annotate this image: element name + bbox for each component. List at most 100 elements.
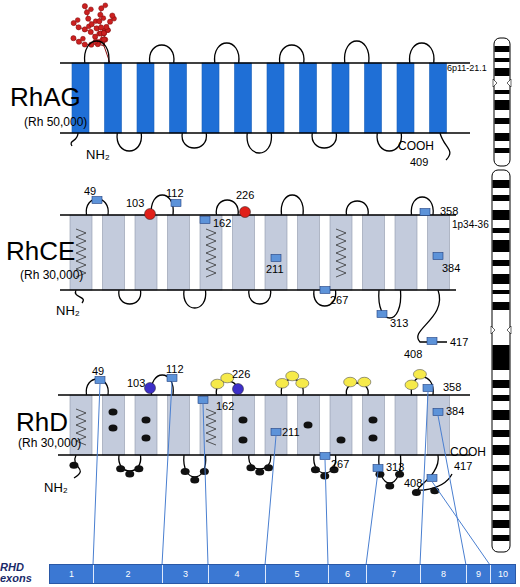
transmembrane-helix: [397, 63, 414, 133]
epitope-oval: [276, 378, 289, 388]
exon-leader-line: [432, 482, 490, 566]
residue-marker: [427, 475, 437, 482]
intracellular-loop: [377, 133, 401, 151]
chromosome-band: [493, 240, 510, 252]
exon-leader-line: [93, 384, 100, 566]
epitope-oval: [358, 377, 371, 387]
exon-number: 5: [266, 565, 328, 583]
intracellular-loop: [184, 290, 206, 308]
protein-name: RhAG: [10, 84, 81, 110]
exon-box: 4: [208, 565, 265, 583]
exon-leader-line: [162, 382, 172, 566]
chromosome-band: [495, 90, 510, 94]
sugar-residue: [103, 3, 108, 8]
transmembrane-helix: [365, 63, 382, 133]
epitope-dot: [125, 471, 134, 478]
sugar-residue: [82, 4, 87, 9]
transmembrane-helix: [233, 215, 255, 290]
residue-number: 112: [166, 188, 184, 199]
extracellular-loop: [281, 195, 303, 215]
residue-number: 267: [331, 459, 349, 470]
residue-number: 313: [386, 462, 404, 473]
terminus-label: COOH: [398, 140, 434, 152]
transmembrane-helix: [300, 63, 317, 133]
chromosome-band: [493, 485, 510, 494]
sugar-residue: [110, 13, 115, 18]
exon-number: 1: [50, 565, 93, 583]
residue-number: 384: [442, 263, 460, 274]
epitope-dot: [190, 477, 199, 484]
epitope-dot: [69, 462, 78, 469]
residue-marker: [271, 255, 281, 262]
sugar-residue: [82, 42, 87, 47]
chromosome-band: [493, 410, 510, 420]
chromosome-band: [493, 505, 510, 511]
intracellular-loop: [182, 133, 206, 148]
chromosome-body: [492, 170, 510, 552]
chromosome-band: [495, 148, 510, 153]
transmembrane-helix: [135, 215, 157, 290]
epitope-oval: [296, 378, 309, 388]
exon-bar: RHD exons12345678910: [50, 565, 515, 583]
transmembrane-helix: [105, 63, 122, 133]
exon-leader-line: [265, 436, 276, 566]
exon-box: 7: [366, 565, 420, 583]
transmembrane-helix: [395, 215, 417, 290]
exon-number: 6: [329, 565, 366, 583]
extracellular-loop: [280, 45, 304, 63]
intracellular-loop: [119, 290, 141, 304]
exon-box: 10: [490, 565, 515, 583]
chromosome-band: [493, 180, 510, 188]
transmembrane-helix: [363, 215, 385, 290]
epitope-dot: [375, 471, 384, 478]
chromosome-band: [495, 118, 510, 124]
exon-number: 3: [163, 565, 208, 583]
exon-box: 1: [50, 565, 93, 583]
residue-number: 358: [443, 382, 461, 393]
chromosome-band: [493, 395, 510, 401]
exon-box: 6: [328, 565, 366, 583]
transmembrane-helix: [330, 215, 352, 290]
molecular-weight: (Rh 30,000): [20, 269, 83, 281]
membrane-boundary: [60, 214, 456, 216]
residue-number: 103: [126, 198, 144, 209]
epitope-oval: [413, 369, 426, 379]
epitope-dot: [385, 483, 394, 490]
residue-marker: [200, 217, 210, 224]
glycan-chain: [74, 23, 104, 46]
membrane-boundary: [60, 289, 456, 291]
sugar-residue: [89, 7, 94, 12]
transmembrane-helix: [235, 63, 252, 133]
chromosome-band: [493, 535, 510, 541]
transmembrane-helix: [430, 63, 447, 133]
sugar-residue: [98, 12, 103, 17]
exon-number: 2: [94, 565, 162, 583]
intracellular-loop: [117, 133, 141, 151]
membrane-boundary: [60, 132, 470, 134]
extracellular-loop: [215, 43, 239, 63]
intracellular-loop: [312, 133, 336, 148]
terminal-tail: [75, 290, 83, 303]
exon-box: 8: [420, 565, 466, 583]
epitope-dot: [142, 435, 151, 442]
epitope-dot: [246, 464, 255, 471]
residue-number: 226: [232, 369, 250, 380]
chromosome-band: [493, 380, 510, 388]
residue-marker: [198, 397, 208, 404]
residue-number: 162: [213, 218, 231, 229]
residue-number: 162: [216, 401, 234, 412]
residue-markers: [92, 197, 443, 482]
epitope-dot: [181, 468, 190, 475]
extracellular-loop: [150, 45, 174, 63]
exon-number: 7: [367, 565, 420, 583]
transmembrane-helix: [202, 63, 219, 133]
transmembrane-helix: [103, 395, 125, 455]
chromosome-band: [493, 274, 510, 284]
polymorphism-site: [233, 384, 244, 395]
membrane-boundary: [60, 62, 470, 64]
intracellular-loop: [249, 290, 271, 304]
transmembrane-helix: [363, 395, 385, 455]
extracellular-loop: [85, 41, 109, 63]
epitope-dot: [239, 417, 248, 424]
membrane-boundary: [58, 454, 470, 456]
